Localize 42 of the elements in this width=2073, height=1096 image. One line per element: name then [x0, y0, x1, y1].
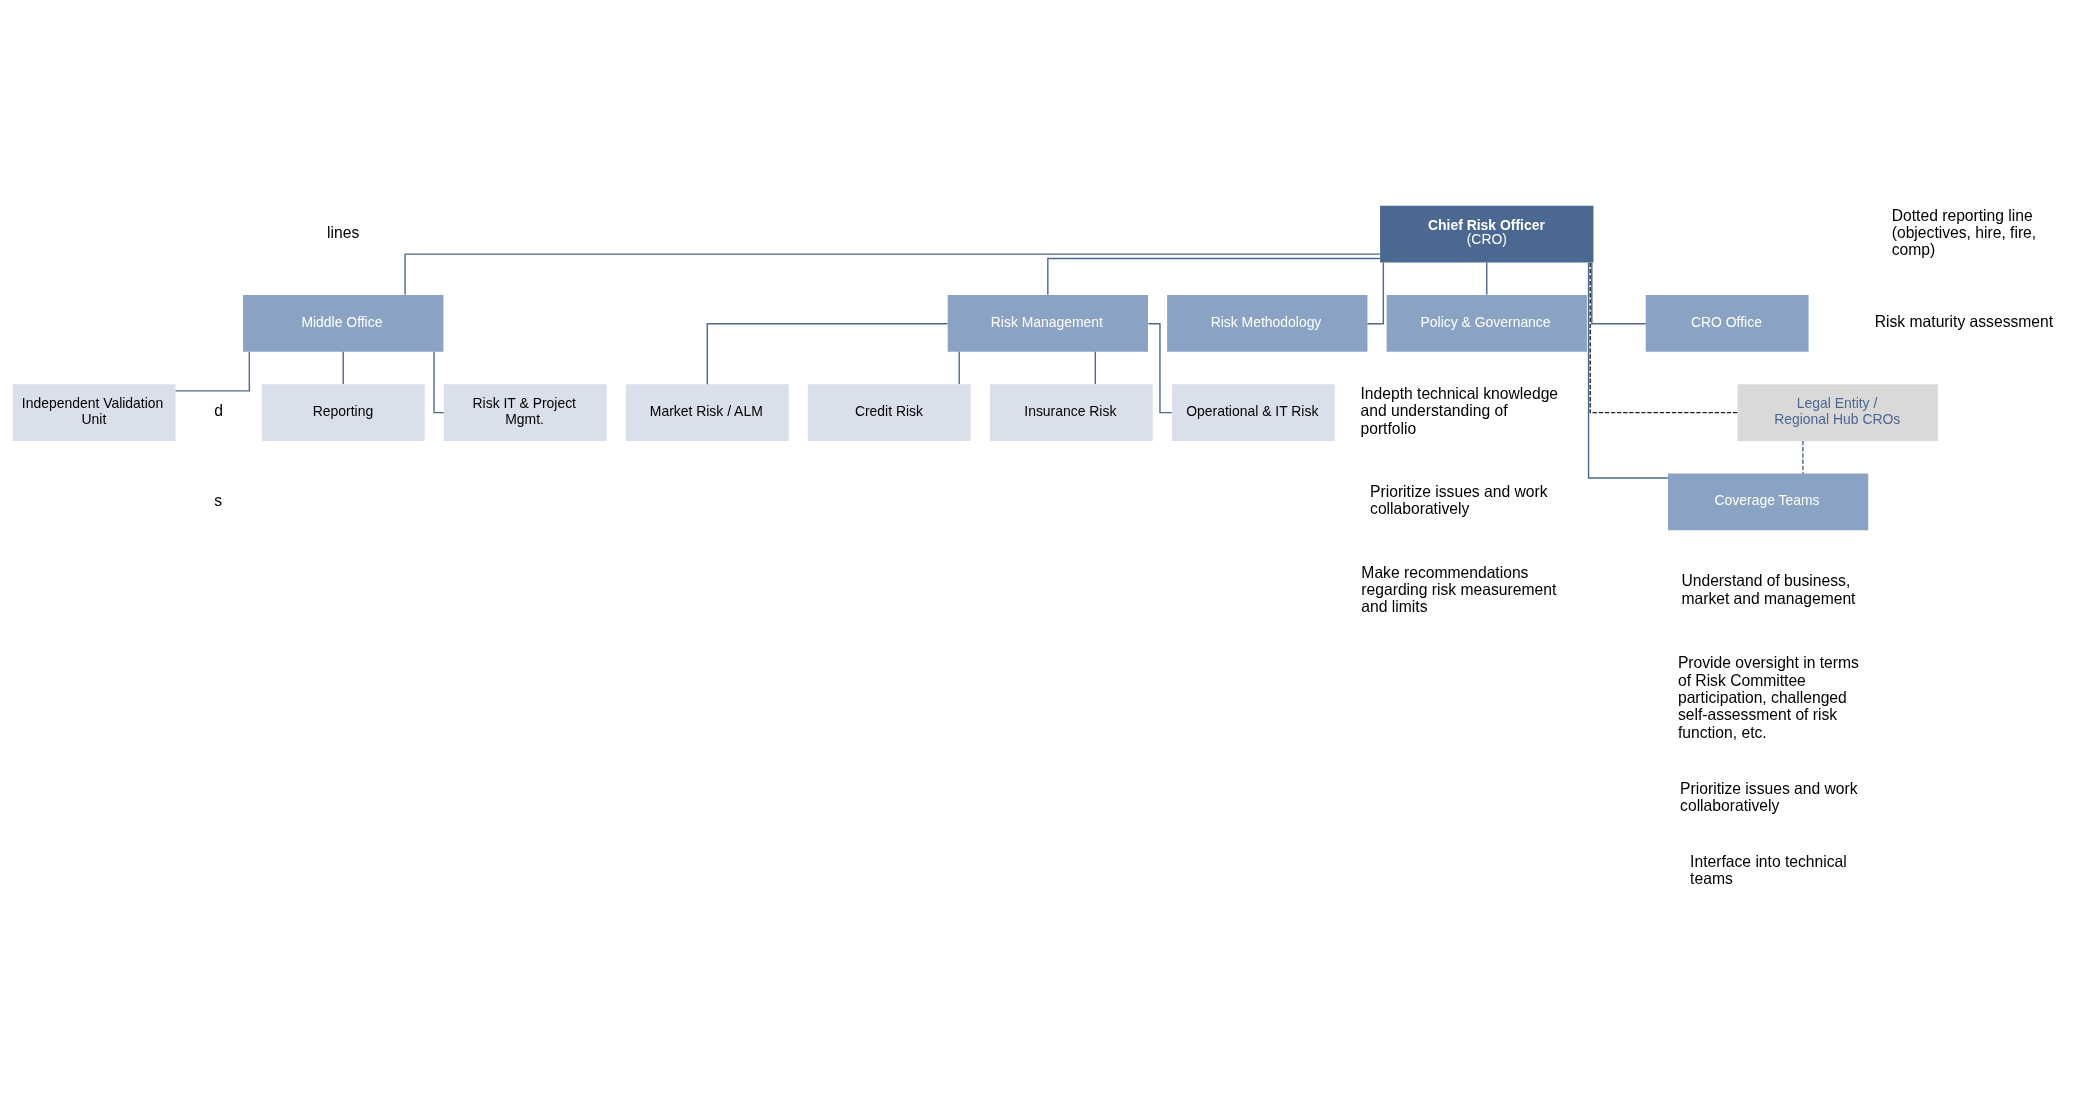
node-box: CRO Office — [1645, 294, 1809, 352]
label: Provide oversight in terms of Risk Committee participation, challenged self-assessment of risk function, etc. — [1677, 653, 1859, 741]
connector — [174, 350, 251, 392]
label: Indepth technical knowledge and understanding of portfolio — [1360, 384, 1559, 437]
connector — [404, 252, 1381, 295]
label: Interface into technical teams — [1690, 852, 1847, 887]
node-box: Chief Risk Officer (CRO) — [1380, 205, 1594, 262]
node-box: Reporting — [261, 383, 425, 441]
label: Dotted reporting line (objectives, hire, fire, comp) — [1891, 206, 2037, 258]
node-box: Market Risk / ALM — [625, 383, 789, 441]
label: Prioritize issues and work collaboratively — [1680, 779, 1858, 814]
node-box: Risk Management — [947, 294, 1148, 352]
label: Prioritize issues and work collaboratively — [1370, 482, 1548, 517]
node-box: Middle Office — [243, 294, 444, 352]
node-box: Credit Risk — [807, 383, 971, 441]
node-box: Operational & IT Risk — [1171, 383, 1335, 441]
node-box: Independent Validation Unit — [12, 383, 176, 441]
node-box: Risk IT & Project Mgmt. — [443, 383, 607, 441]
connector — [1802, 439, 1804, 474]
label: lines — [327, 223, 360, 241]
connector — [1591, 261, 1647, 324]
label: s — [214, 491, 223, 509]
node-box: Policy & Governance — [1386, 294, 1587, 352]
label: Risk maturity assessment — [1874, 312, 2054, 330]
node-box: Risk Methodology — [1167, 294, 1368, 352]
connector — [342, 350, 344, 385]
label: Make recommendations regarding risk measurement and limits — [1361, 563, 1557, 615]
connector — [1366, 261, 1385, 324]
connector — [1486, 261, 1488, 296]
connector — [1589, 261, 1739, 413]
node-box: Coverage Teams — [1667, 473, 1869, 530]
connector — [1094, 350, 1096, 385]
node-box: Insurance Risk — [989, 383, 1153, 441]
label: d — [214, 401, 224, 419]
connector — [433, 350, 445, 413]
connector — [1587, 261, 1669, 479]
connector — [958, 350, 960, 385]
label: Understand of business, market and management — [1681, 571, 1856, 607]
connector — [1147, 322, 1173, 413]
connector — [706, 322, 949, 385]
node-box: Legal Entity / Regional Hub CROs — [1737, 383, 1938, 441]
connector — [1047, 257, 1381, 295]
